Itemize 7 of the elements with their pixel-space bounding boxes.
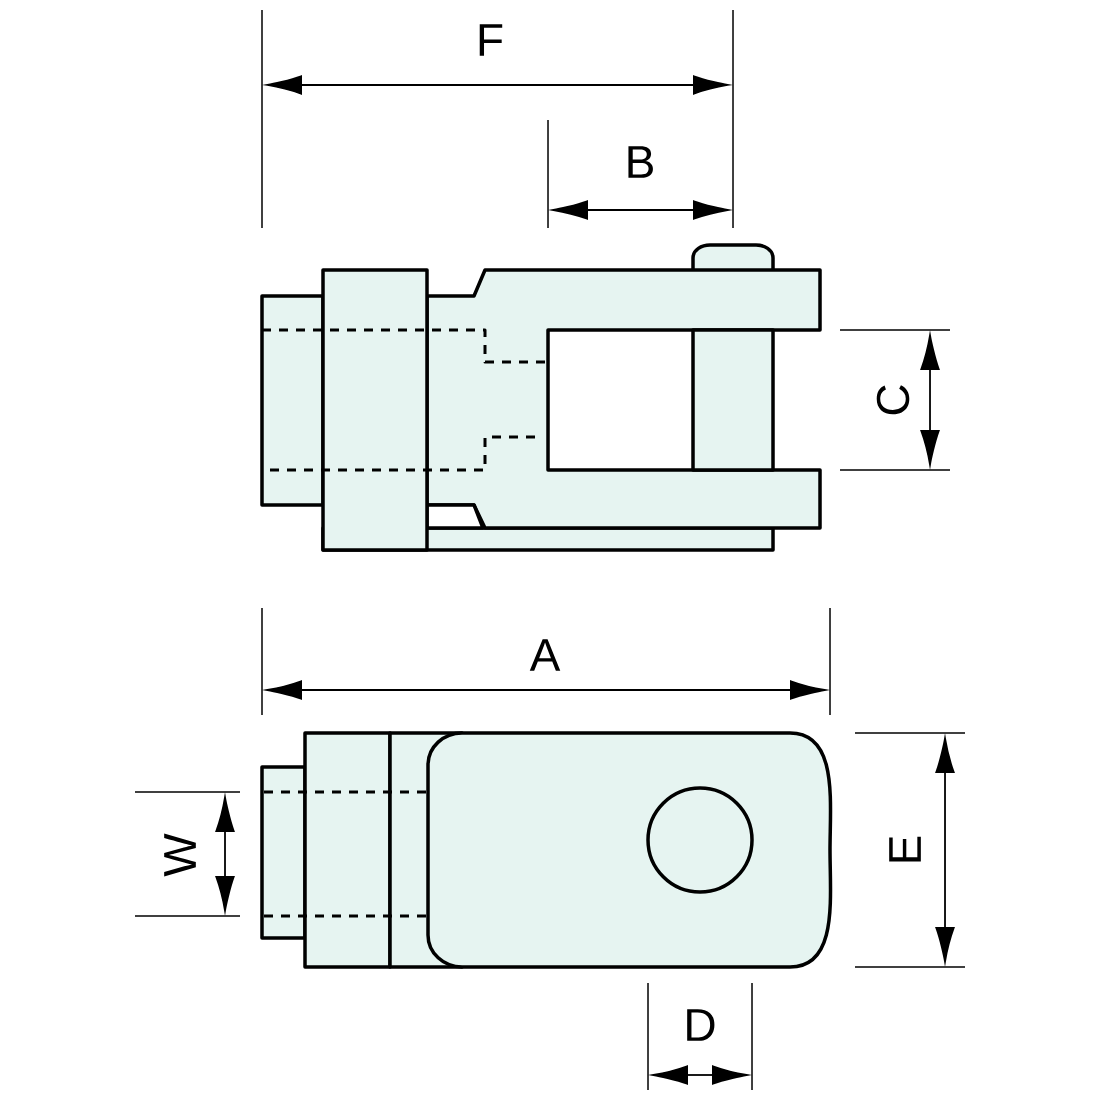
dimension-label: C	[876, 385, 910, 415]
dimension-label: W	[164, 833, 196, 877]
dimension-label: D	[687, 1009, 715, 1041]
dimension-label: F	[479, 24, 503, 56]
dimension-label: B	[628, 146, 653, 178]
dimension-label: A	[529, 639, 561, 671]
dimension-label: E	[889, 836, 921, 862]
